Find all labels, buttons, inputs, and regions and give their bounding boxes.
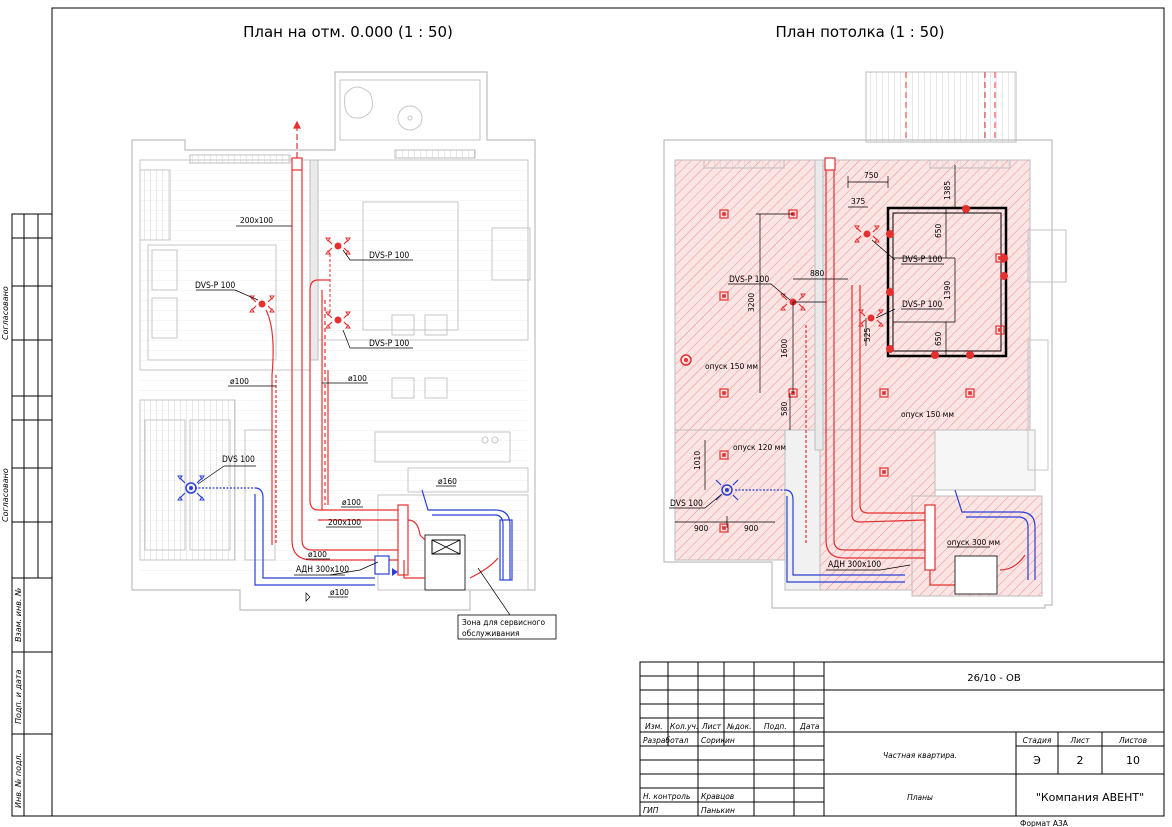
left-stamp-area: Согласовано Согласовано Взам. инв. № Под… [1,213,53,817]
name-developer: Сорикин [701,736,735,745]
dim-1390: 1390 [943,281,952,300]
stamp-inv-orig: Инв. № подл. [14,753,23,808]
floor-exhaust-ducts [195,487,513,586]
dim-650b: 650 [934,331,943,346]
dim-3200: 3200 [747,293,756,312]
ceiling-dimensions [669,165,990,571]
drop-150-a: опуск 150 мм [705,362,758,371]
floor-dvs-p-100-b: DVS-P 100 [369,339,409,349]
stamp-approved-1: Согласовано [1,286,10,340]
dim-900a: 900 [694,524,709,533]
dim-880: 880 [810,269,825,278]
floor-d100-d: ø100 [308,550,327,559]
dim-650a: 650 [934,223,943,238]
stamp-inv-replace: Взам. инв. № [14,588,23,642]
ceil-dvs-p-100-c: DVS-P 100 [902,300,942,310]
floor-adn: АДН 300х100 [296,565,349,575]
floor-d100-c: ø100 [342,498,361,507]
stage-label: Стадия [1023,736,1052,745]
floor-supply-ducts [265,120,426,579]
floor-plan: 200х100 DVS-P 100 DVS-P 100 DVS-P 100 ø1… [131,71,557,640]
dim-375: 375 [851,197,866,206]
sheet-title: Планы [907,793,933,802]
format-label: Формат А3А [1020,819,1069,827]
dim-1010: 1010 [693,451,702,470]
ceiling-plan-title: План потолка (1 : 50) [775,23,944,41]
stamp-approved-2: Согласовано [1,468,10,522]
name-gip: Панькин [701,806,735,815]
service-zone-line1: Зона для сервисного [462,618,546,627]
role-gip: ГИП [643,806,659,815]
floor-dvs-p-100-a: DVS-P 100 [369,251,409,261]
ceiling-plan: 750 375 1385 650 1390 650 525 880 3200 1… [663,71,1067,609]
floor-d100-e: ø100 [330,588,349,597]
dim-525: 525 [863,327,872,342]
col-list: Лист [701,722,722,731]
floor-plan-title: План на отм. 0.000 (1 : 50) [243,23,453,41]
drop-120: опуск 120 мм [733,443,786,452]
drop-300: опуск 300 мм [947,538,1000,547]
ceil-adn: АДН 300х100 [828,560,881,570]
ceil-dvs-p-100-a: DVS-P 100 [729,275,769,285]
floor-d100-a: ø100 [230,377,249,386]
doc-code: 26/10 - ОВ [967,673,1021,684]
floor-d100-b: ø100 [348,374,367,383]
dvs-100-diffuser-floor [177,475,205,501]
stage-value: Э [1033,754,1041,767]
floor-d160: ø160 [438,477,457,486]
col-kol: Кол.уч. [670,722,698,731]
floor-duct-200x100-top: 200х100 [240,216,273,225]
dim-750: 750 [864,171,879,180]
ceiling-supply-ducts [805,157,1026,586]
object-name: Частная квартира. [883,751,957,760]
dvs-100-diffuser-ceiling [715,479,739,501]
dim-580: 580 [780,401,789,416]
ceil-dvs-100: DVS 100 [670,499,703,509]
dim-1600: 1600 [780,339,789,358]
name-norm-control: Кравцов [701,792,734,801]
ceil-dvs-p-100-b: DVS-P 100 [902,255,942,265]
stamp-sign-date: Подп. и дата [14,669,23,724]
sheet-value: 2 [1077,754,1084,767]
title-block: 26/10 - ОВ Изм. Кол.уч. Лист №док. Подп.… [639,661,1165,827]
dim-1385: 1385 [943,181,952,200]
ceiling-exhaust-ducts [735,489,1036,583]
floor-dvs-p-100-c: DVS-P 100 [195,281,235,291]
role-developer: Разработал [643,736,689,745]
dim-900b: 900 [744,524,759,533]
col-podp: Подп. [764,722,787,731]
col-izm: Изм. [645,722,663,731]
service-zone-line2: обслуживания [462,629,520,638]
drop-150-b: опуск 150 мм [901,410,954,419]
sheets-label: Листов [1118,736,1147,745]
role-norm-control: Н. контроль [643,792,690,801]
sheet-label: Лист [1069,736,1090,745]
col-data: Дата [799,722,820,731]
floor-dvs-100: DVS 100 [222,455,255,465]
sheets-value: 10 [1126,754,1140,767]
col-ndok: №док. [726,722,752,731]
company-name: "Компания АВЕНТ" [1036,791,1144,804]
floor-duct-200x100-bottom: 200х100 [328,518,361,527]
